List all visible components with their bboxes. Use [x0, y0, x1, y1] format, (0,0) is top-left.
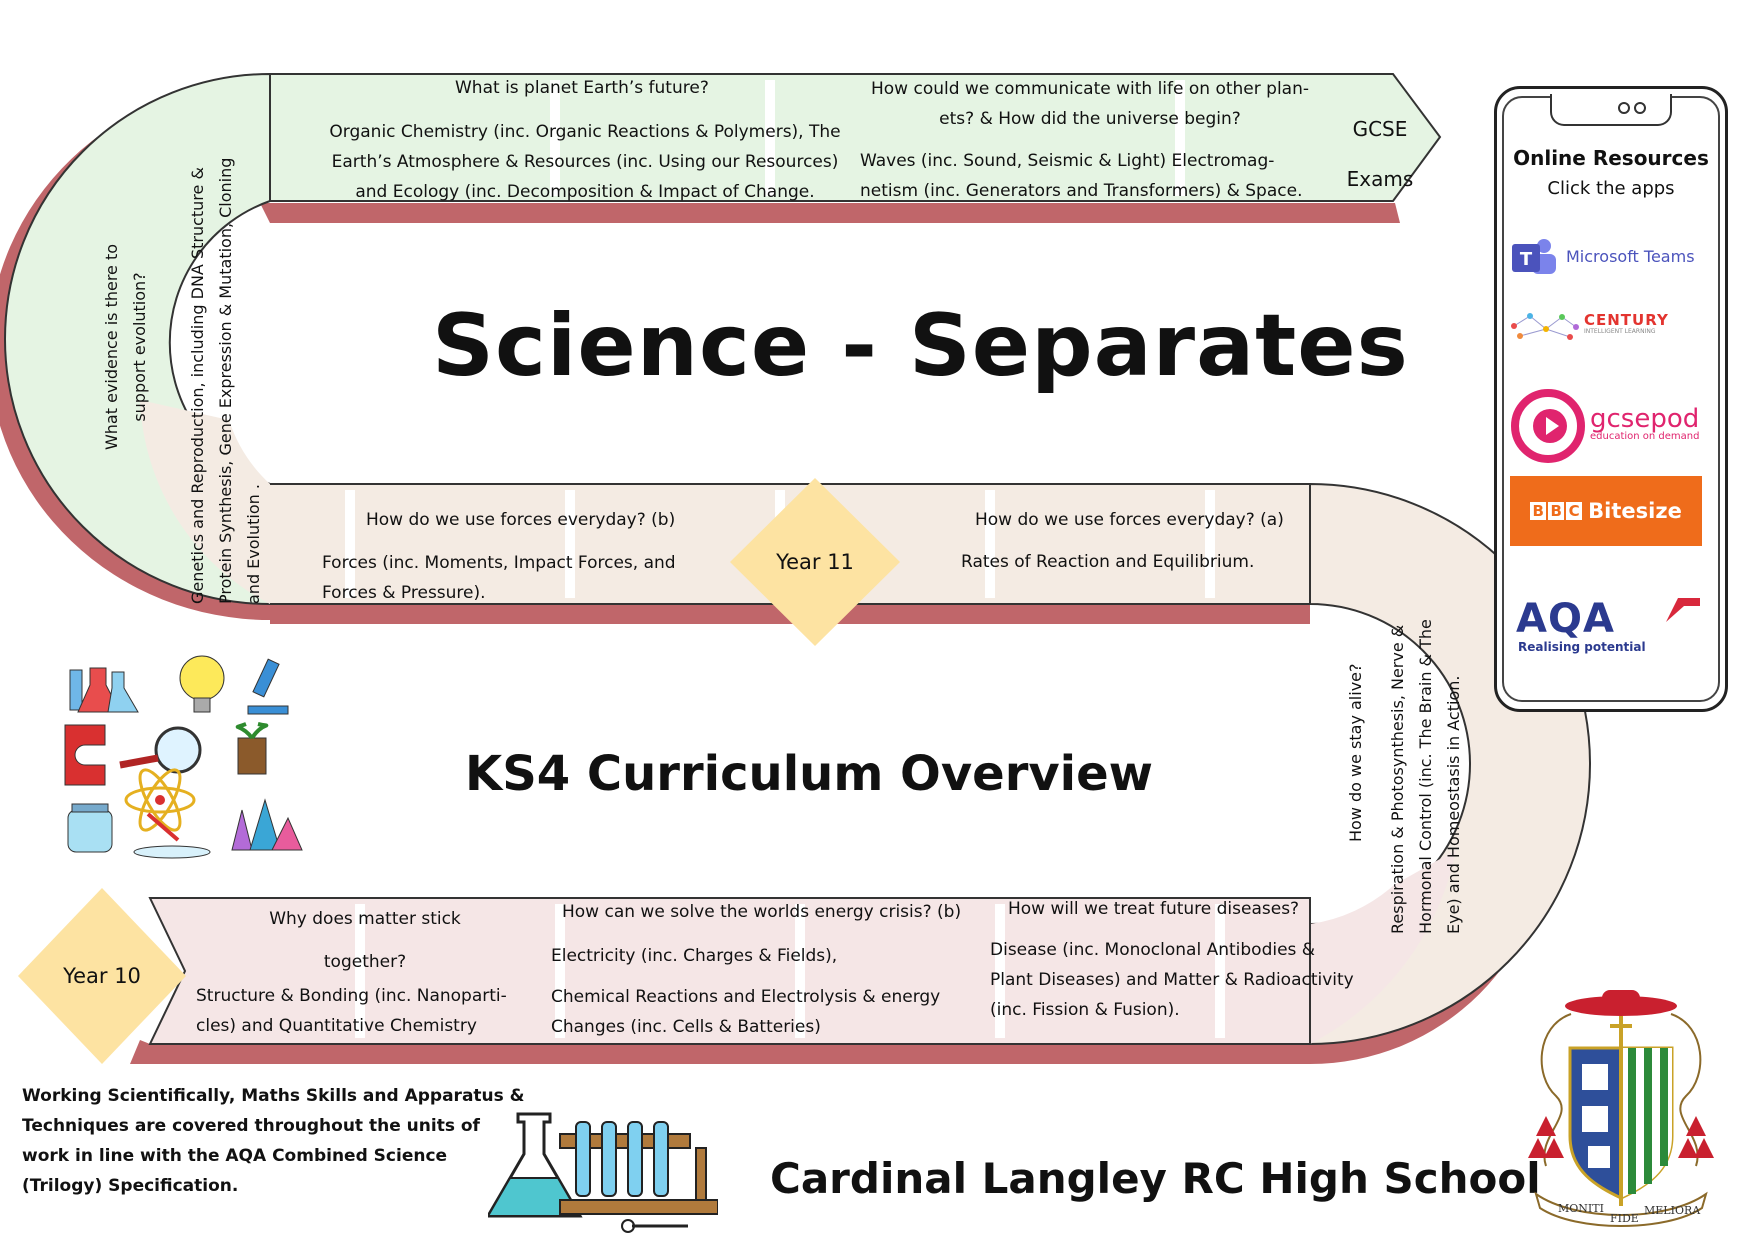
teams-app-link[interactable]: T Microsoft Teams	[1510, 236, 1702, 276]
school-name: Cardinal Langley RC High School	[770, 1154, 1541, 1203]
bbc-bitesize-label: Bitesize	[1588, 499, 1682, 523]
svg-text:MELIORA: MELIORA	[1644, 1204, 1701, 1217]
year10-question-energy: How can we solve the worlds energy crisi…	[562, 902, 962, 922]
road-bottom	[148, 897, 1311, 1045]
microscope-icon	[247, 658, 289, 715]
road-left-curve-lower	[140, 400, 270, 604]
year10-topic-disease: Disease (inc. Monoclonal Antibodies &Pla…	[990, 940, 1354, 1020]
year11-question-a: How do we use forces everyday? (a)	[975, 510, 1284, 530]
gcsepod-play-icon	[1511, 389, 1585, 463]
year11-topic-forces: Forces (inc. Moments, Impact Forces, and…	[322, 553, 676, 603]
bbc-bitesize-app-link[interactable]: B B C Bitesize	[1510, 476, 1702, 546]
year10-topic-electricity: Electricity (inc. Charges & Fields),	[551, 946, 838, 966]
right-topic-respiration: Respiration & Photosynthesis, Nerve &Hor…	[1388, 619, 1463, 934]
phone-notch	[1550, 94, 1672, 126]
year11-diamond	[730, 478, 900, 646]
teams-label: Microsoft Teams	[1566, 246, 1695, 266]
top-question-universe: How could we communicate with life on ot…	[870, 79, 1309, 129]
school-crest-icon: MONITI FIDE MELIORA	[1528, 990, 1714, 1227]
aqa-swoosh-icon	[1666, 598, 1700, 622]
century-network-icon	[1511, 313, 1579, 340]
teams-icon: T	[1512, 239, 1556, 274]
page-title: Science - Separates	[432, 296, 1409, 396]
year11-label: Year 11	[776, 550, 854, 574]
road-tile-lines	[345, 80, 1225, 1038]
aqa-tagline: Realising potential	[1518, 640, 1646, 654]
crystals-icon	[231, 798, 303, 851]
jar-icon	[67, 803, 113, 853]
right-question-alive: How do we stay alive?	[1346, 663, 1365, 842]
lightbulb-icon	[179, 655, 225, 713]
plant-icon	[235, 722, 269, 775]
left-topic-genetics: Genetics and Reproduction, including DNA…	[188, 157, 263, 604]
flasks-icon	[69, 667, 139, 713]
road-bottom-shadow	[130, 1040, 1310, 1064]
year10-diamond	[18, 888, 186, 1064]
year10-question-disease: How will we treat future diseases?	[1008, 899, 1300, 919]
footer-note: Working Scientifically, Maths Skills and…	[22, 1086, 525, 1196]
bbc-logo-icon: B B C	[1530, 502, 1583, 520]
svg-text:FIDE: FIDE	[1610, 1212, 1639, 1225]
petri-dish-icon	[133, 812, 211, 859]
atom-icon	[124, 768, 196, 832]
year11-question-b: How do we use forces everyday? (b)	[366, 510, 676, 530]
phone-subheading: Click the apps	[1547, 178, 1675, 199]
page-subtitle: KS4 Curriculum Overview	[465, 746, 1154, 802]
year10-topic-reactions: Chemical Reactions and Electrolysis & en…	[551, 987, 941, 1037]
year10-topic-bonding: Structure & Bonding (inc. Nanoparti-cles…	[196, 986, 507, 1036]
lab-equipment-icon	[488, 1112, 718, 1233]
svg-text:T: T	[1520, 249, 1533, 270]
gcsepod-app-link[interactable]: gcsepod education on demand	[1510, 388, 1702, 464]
aqa-label: AQA	[1516, 596, 1615, 642]
phone-heading: Online Resources	[1513, 146, 1709, 170]
magnifier-icon	[119, 726, 202, 774]
road-top-shadow	[260, 203, 1400, 223]
aqa-app-link[interactable]: AQA Realising potential	[1516, 596, 1706, 656]
svg-text:MONITI: MONITI	[1558, 1202, 1604, 1215]
top-question-earth: What is planet Earth’s future?	[455, 78, 709, 98]
gcsepod-label: gcsepod education on demand	[1590, 404, 1700, 442]
century-app-link[interactable]: CENTURY INTELLIGENT LEARNING	[1510, 308, 1702, 344]
science-clipart	[64, 655, 303, 859]
magnet-icon	[64, 724, 106, 786]
year10-label: Year 10	[63, 964, 141, 988]
year11-topic-rates: Rates of Reaction and Equilibrium.	[961, 552, 1255, 572]
top-topic-organic: Organic Chemistry (inc. Organic Reaction…	[329, 122, 841, 202]
phone-camera-icon	[1618, 102, 1630, 114]
top-topic-waves: Waves (inc. Sound, Seismic & Light) Elec…	[860, 151, 1303, 201]
phone-sensor-icon	[1634, 102, 1646, 114]
century-label: CENTURY INTELLIGENT LEARNING	[1584, 311, 1669, 336]
